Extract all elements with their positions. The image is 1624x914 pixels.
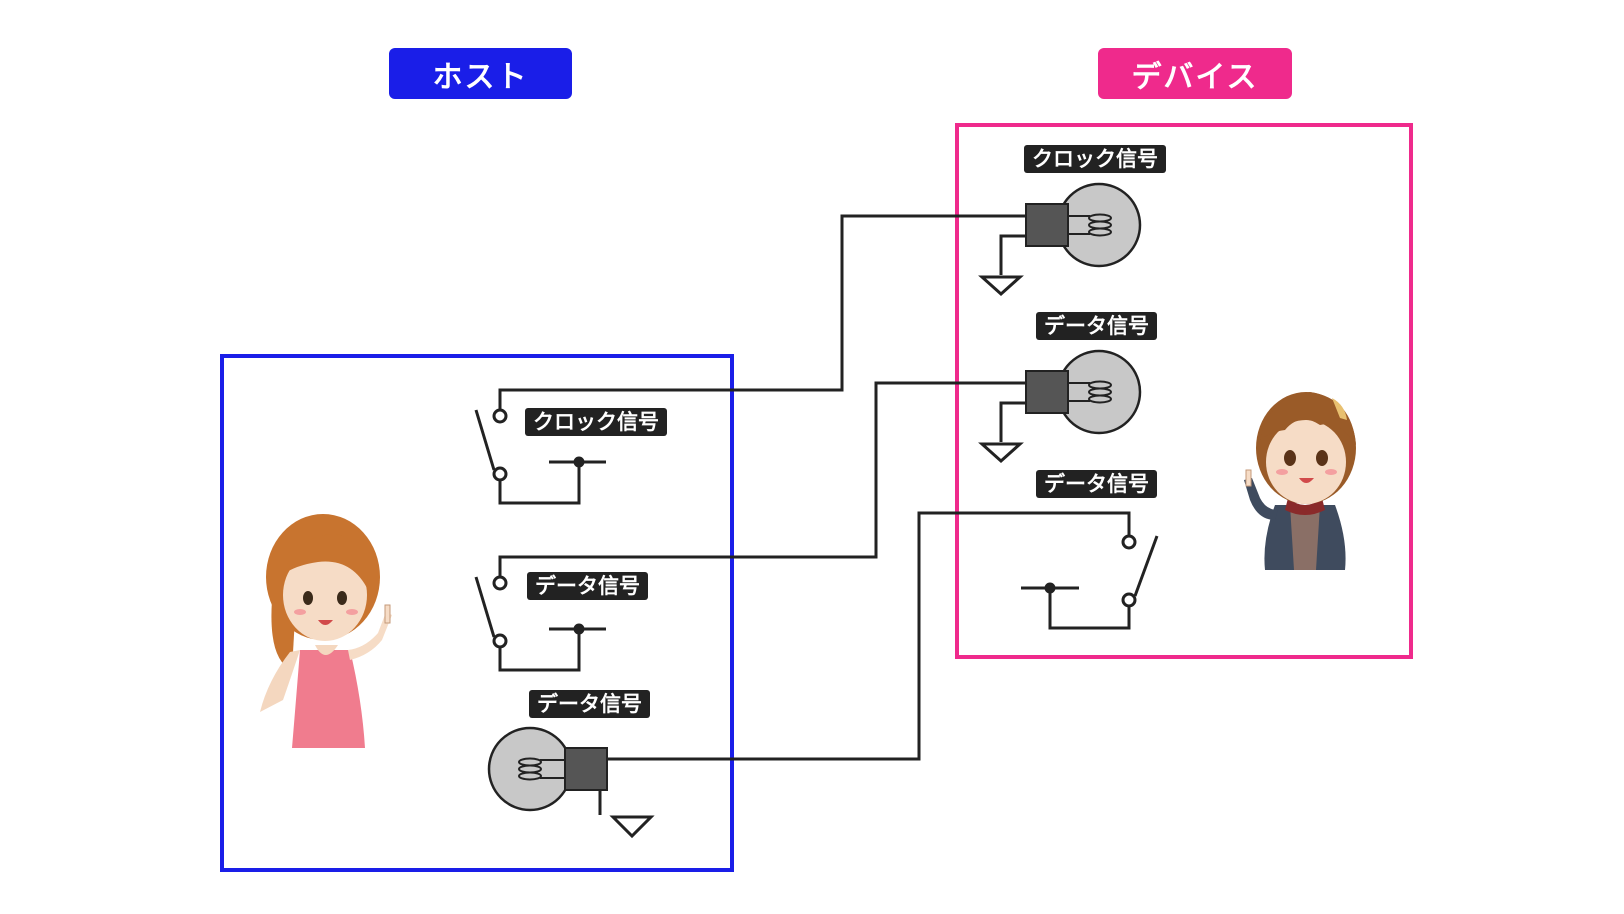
device-data-lamp (978, 349, 1142, 464)
data-wire-1 (498, 381, 1040, 583)
device-clock-lamp (978, 182, 1142, 297)
device-data-lamp-label: データ信号 (1036, 312, 1157, 340)
boy-pointing-icon (1244, 392, 1356, 570)
host-data-lamp-label: データ信号 (529, 690, 650, 718)
host-clock-switch (474, 408, 606, 505)
host-clock-switch-label: クロック信号 (525, 408, 667, 436)
device-data-switch-label: データ信号 (1036, 470, 1157, 498)
host-title: ホスト (389, 48, 572, 99)
girl-pointing-icon (260, 514, 392, 748)
data-wire-2 (600, 511, 1131, 761)
device-clock-lamp-label: クロック信号 (1024, 145, 1166, 173)
device-panel (955, 123, 1413, 659)
host-data-switch-label: データ信号 (527, 572, 648, 600)
clock-wire (498, 214, 1040, 416)
host-data-switch (474, 575, 606, 672)
device-data-switch (1021, 534, 1159, 630)
device-title: デバイス (1098, 48, 1292, 99)
host-data-lamp (487, 726, 655, 839)
host-panel (220, 354, 734, 872)
